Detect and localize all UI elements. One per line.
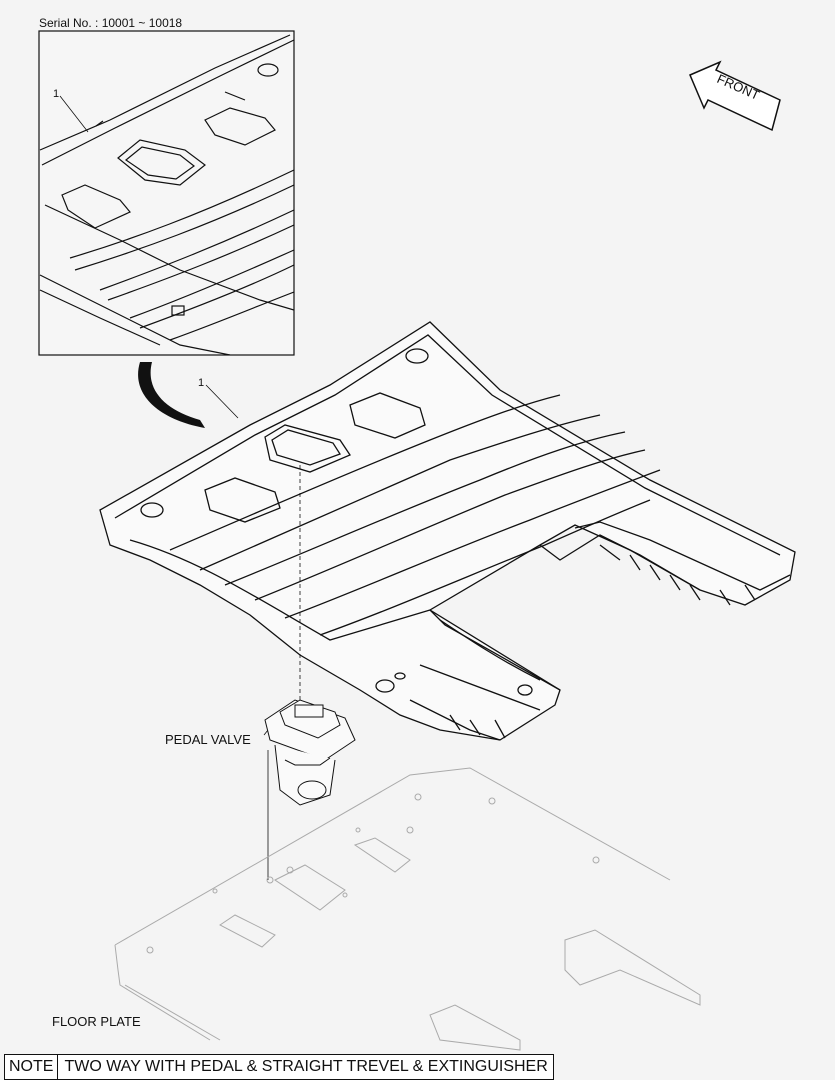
callout-number: 1 — [198, 377, 205, 389]
inset-detail — [38, 30, 295, 356]
callout-number: 1 — [53, 88, 60, 100]
floor-mat — [99, 321, 796, 741]
floor-plate — [114, 767, 701, 1051]
serial-number: Serial No. : 10001 ~ 10018 — [39, 16, 183, 30]
pedal-valve-label: PEDAL VALVE — [165, 732, 251, 747]
note-key: NOTE — [5, 1055, 59, 1079]
pedal-valve — [264, 699, 356, 806]
front-arrow: FRONT — [689, 60, 781, 132]
note-text: TWO WAY WITH PEDAL & STRAIGHT TREVEL & E… — [64, 1058, 548, 1075]
callout-arrow — [138, 362, 205, 428]
note-box: NOTE TWO WAY WITH PEDAL & STRAIGHT TREVE… — [4, 1054, 554, 1080]
floor-plate-label: FLOOR PLATE — [52, 1014, 141, 1029]
